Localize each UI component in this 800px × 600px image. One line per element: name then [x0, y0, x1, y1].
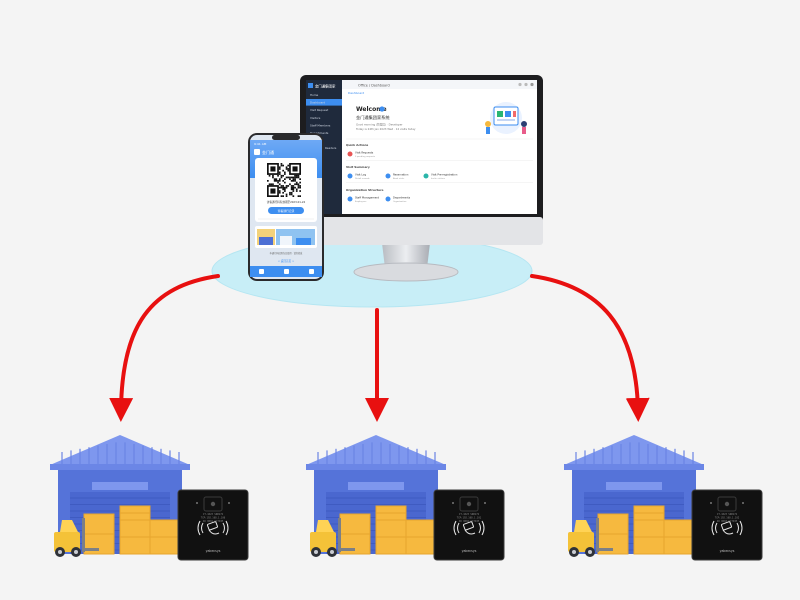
reader-display-line: TCP:192.168.1.100 [201, 517, 226, 520]
sidebar-item[interactable]: Staff Members [310, 123, 331, 127]
section-item-sub: Employees [355, 201, 366, 203]
scan-tab-icon[interactable] [284, 269, 289, 274]
profile-tab-icon[interactable] [309, 269, 314, 274]
phone-action-button[interactable] [268, 207, 304, 214]
section-item-label[interactable]: Visit Requests [355, 151, 374, 155]
arrow-down-icon [530, 274, 650, 422]
section-item-label[interactable]: Visit Log [355, 173, 366, 177]
sidebar-item[interactable]: Visitors [310, 116, 321, 120]
smartphone-icon: 9:41 AM 金门通 访客通行码有效期至2023-01-24 查看通行记录 本… [248, 133, 324, 281]
section-title: Quick Actions [346, 143, 369, 147]
breadcrumb[interactable]: Dashboard [348, 91, 364, 95]
forklift-icon [54, 518, 99, 557]
app-logo [254, 149, 260, 155]
reader-display-line: TCP:192.168.1.102 [715, 517, 740, 520]
cardboard-box-icon [597, 505, 697, 555]
reader-display-line: CT-1023 SN0172 [717, 513, 738, 516]
arrow-down-icon [109, 274, 220, 422]
reader-brand: yabecsys [206, 549, 221, 553]
welcome-title: Welcome [356, 106, 387, 113]
section-item-sub: Organization [393, 200, 407, 203]
brand-name: 金门通集团家 [315, 84, 336, 89]
nfc-wave-icon [453, 520, 485, 536]
section-item-sub: Detail records [355, 177, 370, 180]
minimize-icon[interactable] [518, 82, 522, 87]
section-title: Visit Summary [346, 165, 370, 169]
reader-display-line: TCP:192.168.1.101 [457, 517, 482, 520]
hand-card-icon [206, 521, 220, 535]
reader-display-line: ID 0002 ACTIVE [459, 520, 480, 523]
welcome-subtitle: 金门通集团家系统 [356, 114, 390, 121]
section-item-label[interactable]: Visit Pre-registration [431, 173, 458, 177]
section-item-icon[interactable] [347, 196, 353, 202]
reader-display-line: ID 0001 ACTIVE [203, 520, 224, 523]
phone-action-label: 查看通行记录 [278, 209, 295, 213]
section-item-label[interactable]: Staff Management [355, 196, 379, 200]
section-item-sub: Book visits [393, 177, 404, 180]
reader-display-line: CT-1023 SN0172 [459, 513, 480, 516]
forklift-icon [310, 518, 355, 557]
reader-brand: yabecsys [720, 549, 735, 553]
hand-card-icon [720, 521, 734, 535]
nfc-wave-icon [197, 520, 229, 536]
hand-card-icon [462, 521, 476, 535]
home-tab-icon[interactable] [259, 269, 264, 274]
sidebar-item-active [306, 99, 342, 106]
verified-icon [379, 106, 385, 112]
status-time: 9:41 AM [254, 142, 267, 146]
welcome-illustration [485, 102, 527, 134]
window-title: Office / Dashboard [358, 83, 390, 87]
sidebar-item[interactable]: Dashboard [310, 101, 325, 105]
section-item-label[interactable]: Reservation [393, 173, 409, 177]
section-item-icon[interactable] [385, 173, 391, 179]
welcome-line2: Today is 24th Jan 2023 Wed · 12 visits t… [355, 127, 416, 131]
welcome-line1: Good morning (管理员) · Developer [356, 123, 403, 127]
section-item-sub: Invite visitors [431, 177, 445, 180]
section-item-icon[interactable] [347, 151, 353, 157]
qr-code-icon [266, 162, 306, 198]
phone-bottom-link[interactable]: < 返回首页 > [278, 259, 294, 263]
app-name: 金门通 [262, 149, 274, 155]
forklift-icon [568, 518, 613, 557]
section-title: Organization Structure [346, 188, 384, 192]
close-icon[interactable] [530, 82, 534, 87]
cardboard-box-icon [83, 505, 183, 555]
distribution-arrows [109, 274, 650, 422]
section-item-label[interactable]: Departments [393, 196, 411, 200]
qr-caption: 访客通行码有效期至2023-01-24 [267, 200, 306, 204]
reader-display-line: CT-1023 SN0172 [203, 513, 224, 516]
maximize-icon[interactable] [524, 82, 528, 87]
phone-footer-text: 本通行码仅限当日使用 · 请勿转发 [270, 251, 304, 255]
section-item-icon[interactable] [347, 173, 353, 179]
reader-display-line: ID 0003 ACTIVE [717, 520, 738, 523]
section-item-icon[interactable] [385, 196, 391, 202]
nfc-wave-icon [711, 520, 743, 536]
reader-brand: yabecsys [462, 549, 477, 553]
sidebar-item[interactable]: Visit Request [310, 108, 329, 112]
sidebar-item[interactable]: Home [310, 93, 319, 97]
section-item-icon[interactable] [423, 173, 429, 179]
cardboard-box-icon [339, 505, 439, 555]
section-item-sub: 3 pending requests [355, 155, 375, 158]
sidebar-item[interactable]: Departments [310, 131, 329, 135]
